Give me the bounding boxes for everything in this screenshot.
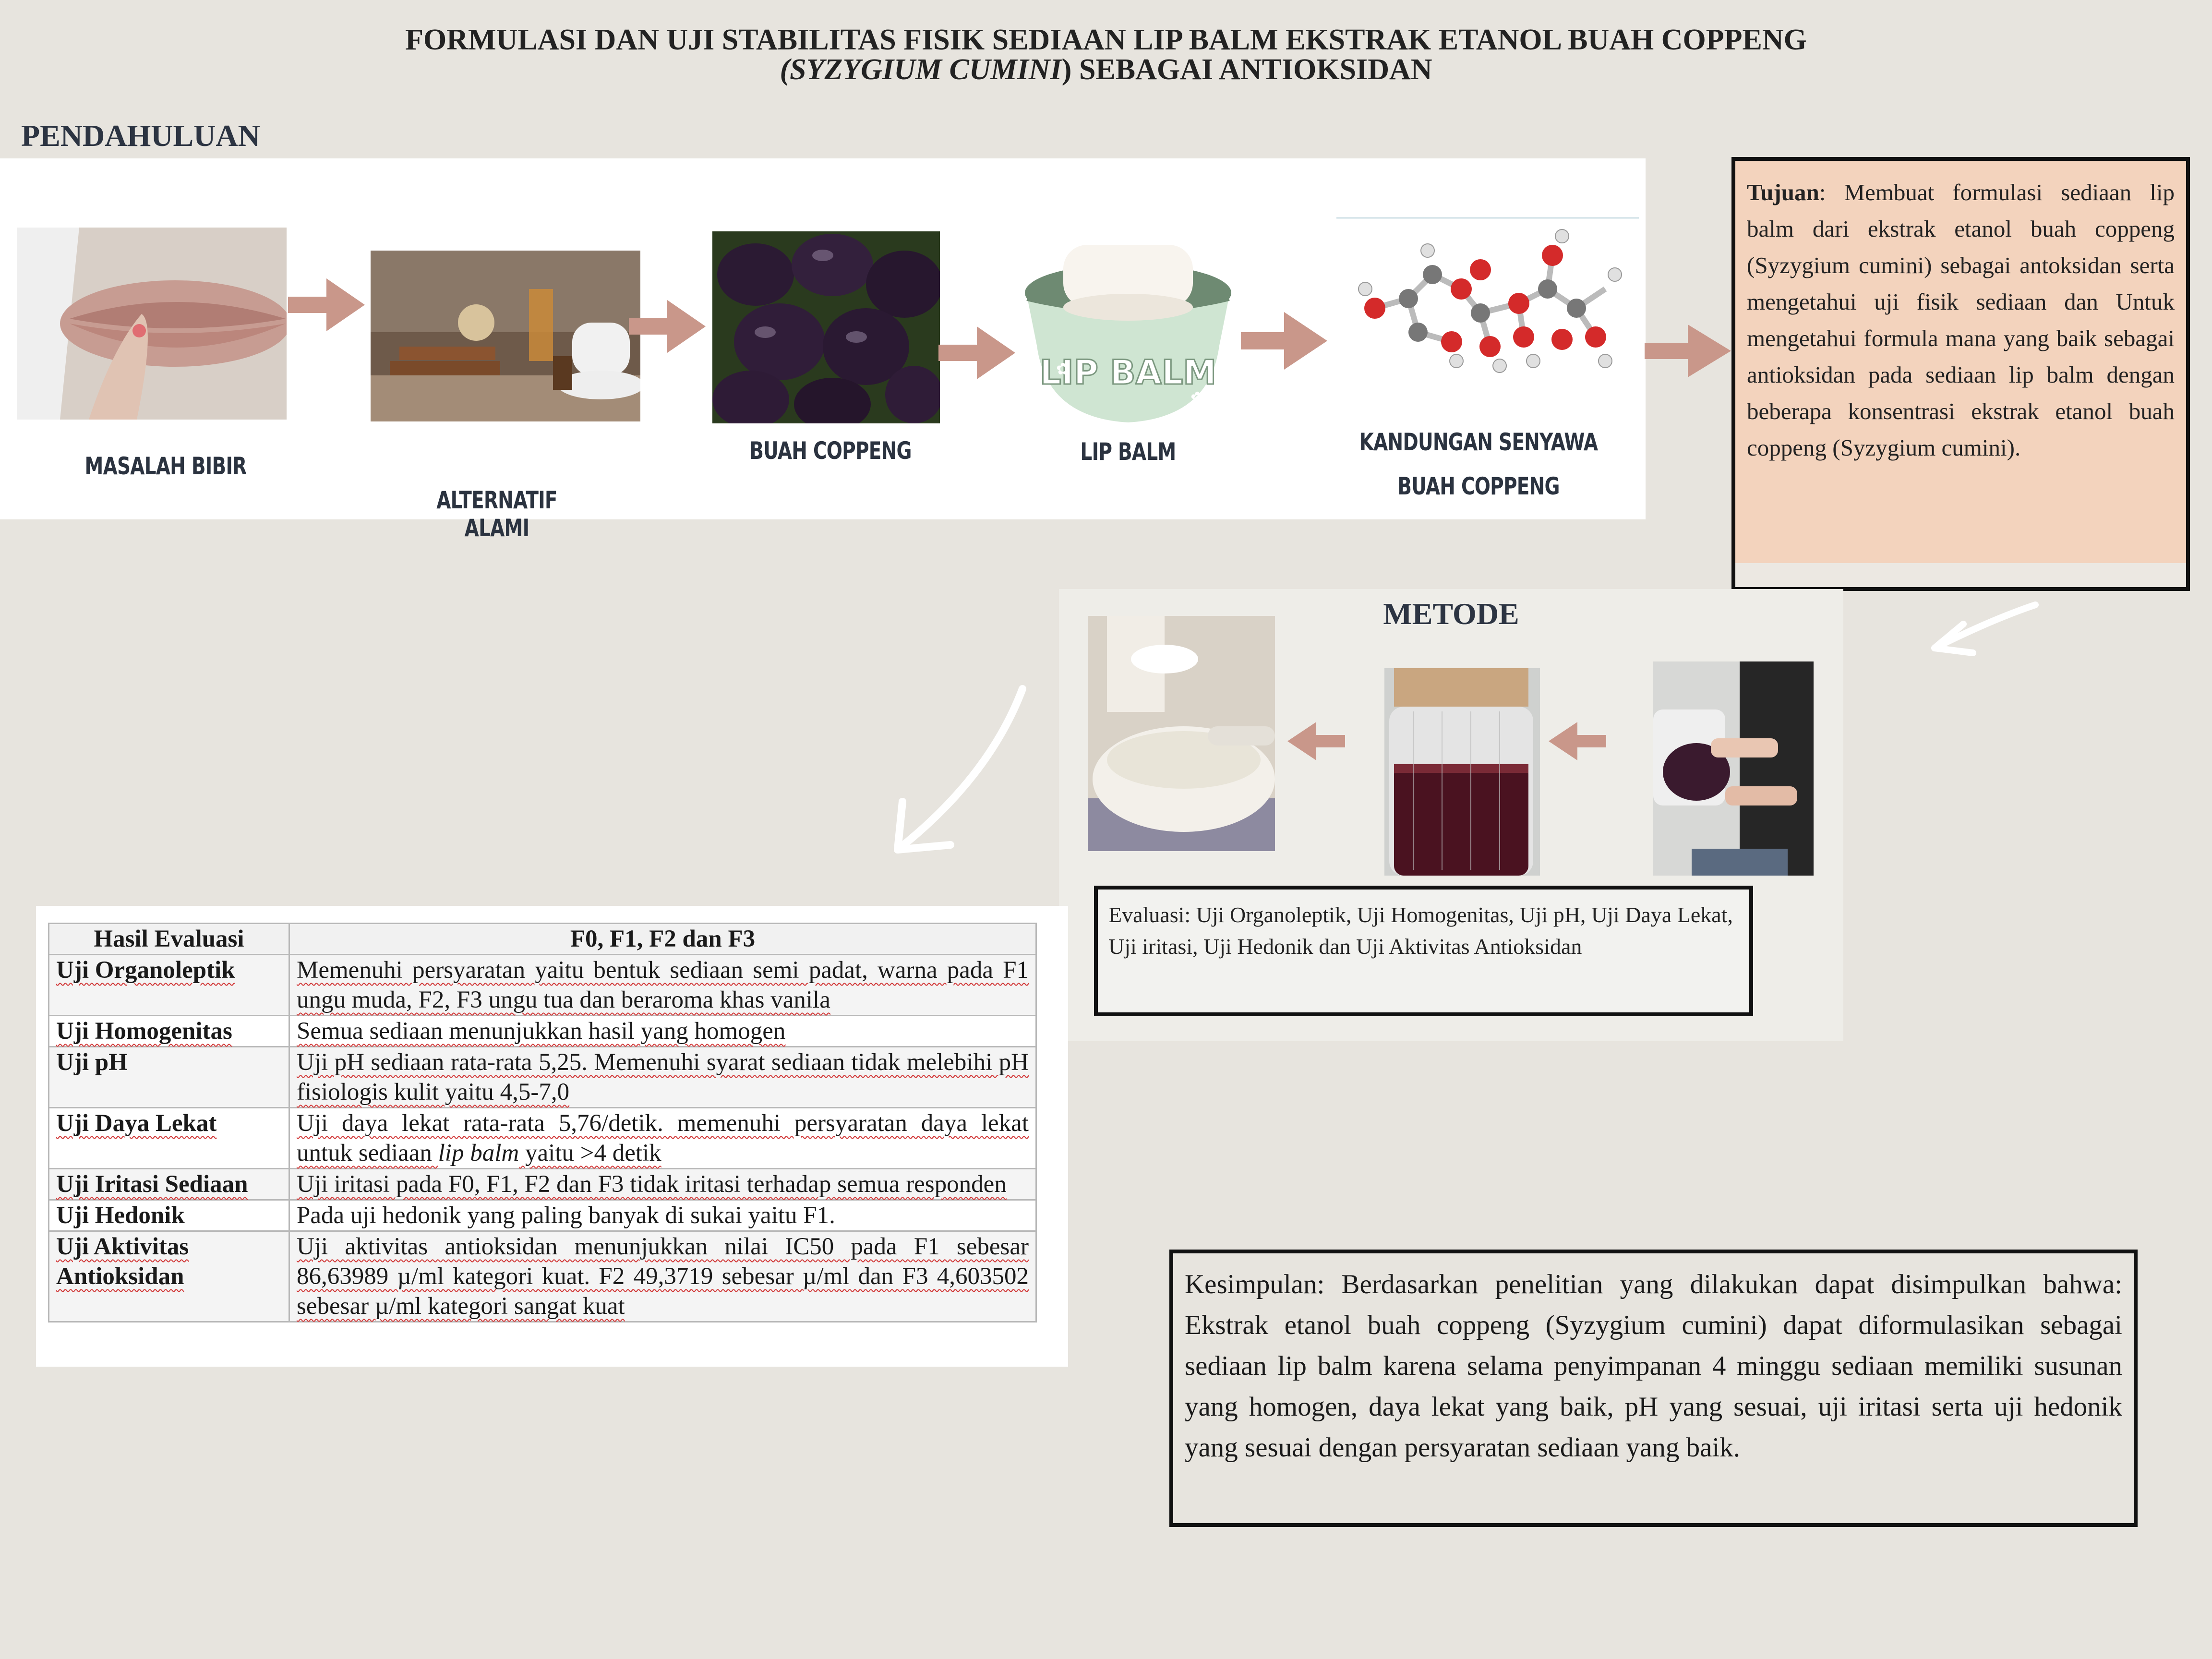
section-heading-pendahuluan: PENDAHULUAN: [21, 119, 260, 153]
kesimpulan-box: Kesimpulan: Berdasarkan penelitian yang …: [1169, 1250, 2138, 1527]
section-heading-metode: METODE: [1383, 597, 1519, 631]
lips-photo: [17, 228, 287, 420]
table-cell-test: Uji Daya Lekat: [48, 1107, 290, 1169]
flow-arrow-icon: [1645, 325, 1731, 377]
table-cell-result: Uji aktivitas antioksidan menunjukkan ni…: [289, 1230, 1037, 1322]
table-header-cell: F0, F1, F2 dan F3: [289, 923, 1037, 955]
white-curved-arrow-icon: [1931, 601, 2039, 656]
flow-arrow-icon: [288, 278, 365, 331]
kesimpulan-text: Kesimpulan: Berdasarkan penelitian yang …: [1185, 1269, 2122, 1463]
table-cell-test: Uji Organoleptik: [48, 954, 290, 1016]
flow-arrow-icon: [1241, 312, 1327, 370]
table-cell-result: Semua sediaan menunjukkan hasil yang hom…: [289, 1015, 1037, 1047]
lip-balm-jar-label: LIP BALM: [1040, 353, 1216, 392]
caption-buah-coppeng: BUAH COPPENG: [749, 437, 912, 465]
table-row: Uji pH Uji pH sediaan rata-rata 5,25. Me…: [48, 1046, 1037, 1108]
fruit-preparation-photo: [1653, 661, 1814, 876]
table-row: Uji Aktivitas Antioksidan Uji aktivitas …: [48, 1230, 1037, 1322]
table-row: Uji Iritasi Sediaan Uji iritasi pada F0,…: [48, 1168, 1037, 1201]
lip-balm-icon: LIP BALM ✿ ✿: [1018, 240, 1238, 442]
evaluasi-text: Evaluasi: Uji Organoleptik, Uji Homogeni…: [1108, 902, 1733, 959]
table-header-cell: Hasil Evaluasi: [48, 923, 290, 955]
table-header-row: Hasil Evaluasi F0, F1, F2 dan F3: [48, 923, 1037, 955]
svg-text:✿: ✿: [1056, 361, 1070, 378]
table-cell-test: Uji Iritasi Sediaan: [48, 1168, 290, 1201]
introduction-flow-strip: MASALAH BIBIR ALTERNATIF ALAMI: [0, 158, 1646, 542]
tujuan-text: Tujuan: Membuat formulasi sediaan lip ba…: [1747, 174, 2175, 466]
results-table: Hasil Evaluasi F0, F1, F2 dan F3 Uji Org…: [48, 923, 1037, 1322]
caption-kandungan-senyawa: KANDUNGAN SENYAWA BUAH COPPENG: [1351, 420, 1606, 508]
tujuan-body: : Membuat formulasi sediaan lip balm dar…: [1747, 179, 2175, 461]
caption-kandungan-line-2: BUAH COPPENG: [1397, 472, 1560, 500]
evaluasi-box: Evaluasi: Uji Organoleptik, Uji Homogeni…: [1094, 886, 1753, 1016]
table-row: Uji Homogenitas Semua sediaan menunjukka…: [48, 1015, 1037, 1047]
flow-arrow-icon: [938, 326, 1015, 379]
molecule-structure-icon: [1336, 217, 1639, 409]
caption-kandungan-line-1: KANDUNGAN SENYAWA: [1359, 428, 1598, 456]
tujuan-label: Tujuan: [1747, 179, 1819, 205]
table-cell-test: Uji pH: [48, 1046, 290, 1108]
table-row: Uji Hedonik Pada uji hedonik yang paling…: [48, 1199, 1037, 1232]
tujuan-box: Tujuan: Membuat formulasi sediaan lip ba…: [1731, 157, 2190, 591]
white-curved-arrow-icon: [894, 685, 1026, 854]
coppeng-fruit-photo: [712, 231, 940, 423]
poster-title: FORMULASI DAN UJI STABILITAS FISIK SEDIA…: [0, 25, 2212, 84]
table-cell-test: Uji Hedonik: [48, 1199, 290, 1232]
title-line-2-rest: ) SEBAGAI ANTIOKSIDAN: [1061, 53, 1432, 86]
mortar-mixing-photo: [1088, 616, 1275, 851]
table-cell-result: Pada uji hedonik yang paling banyak di s…: [289, 1199, 1037, 1232]
caption-alternatif-alami: ALTERNATIF ALAMI: [436, 486, 557, 542]
title-latin-name: (SYZYGIUM CUMINI: [780, 53, 1062, 86]
caption-masalah-bibir: MASALAH BIBIR: [84, 452, 247, 480]
table-cell-result: Memenuhi persyaratan yaitu bentuk sediaa…: [289, 954, 1037, 1016]
table-cell-result: Uji daya lekat rata-rata 5,76/detik. mem…: [289, 1107, 1037, 1169]
flow-arrow-icon: [629, 300, 706, 353]
table-cell-test: Uji Homogenitas: [48, 1015, 290, 1047]
natural-alternatives-photo: [371, 251, 640, 421]
table-cell-result: Uji pH sediaan rata-rata 5,25. Memenuhi …: [289, 1046, 1037, 1108]
title-line-1: FORMULASI DAN UJI STABILITAS FISIK SEDIA…: [405, 24, 1807, 56]
title-line-2: (SYZYGIUM CUMINI) SEBAGAI ANTIOKSIDAN: [0, 55, 2212, 84]
flow-arrow-left-icon: [1549, 722, 1606, 760]
results-table-panel: Hasil Evaluasi F0, F1, F2 dan F3 Uji Org…: [36, 906, 1068, 1367]
table-row: Uji Organoleptik Memenuhi persyaratan ya…: [48, 954, 1037, 1016]
table-row: Uji Daya Lekat Uji daya lekat rata-rata …: [48, 1107, 1037, 1169]
maceration-jar-photo: [1384, 668, 1540, 876]
svg-text:✿: ✿: [1190, 389, 1204, 407]
table-cell-result: Uji iritasi pada F0, F1, F2 dan F3 tidak…: [289, 1168, 1037, 1201]
tujuan-bottom-band: [1735, 563, 2186, 587]
caption-lip-balm: LIP BALM: [1080, 438, 1177, 466]
flow-arrow-left-icon: [1287, 722, 1345, 760]
table-cell-test: Uji Aktivitas Antioksidan: [48, 1230, 290, 1322]
